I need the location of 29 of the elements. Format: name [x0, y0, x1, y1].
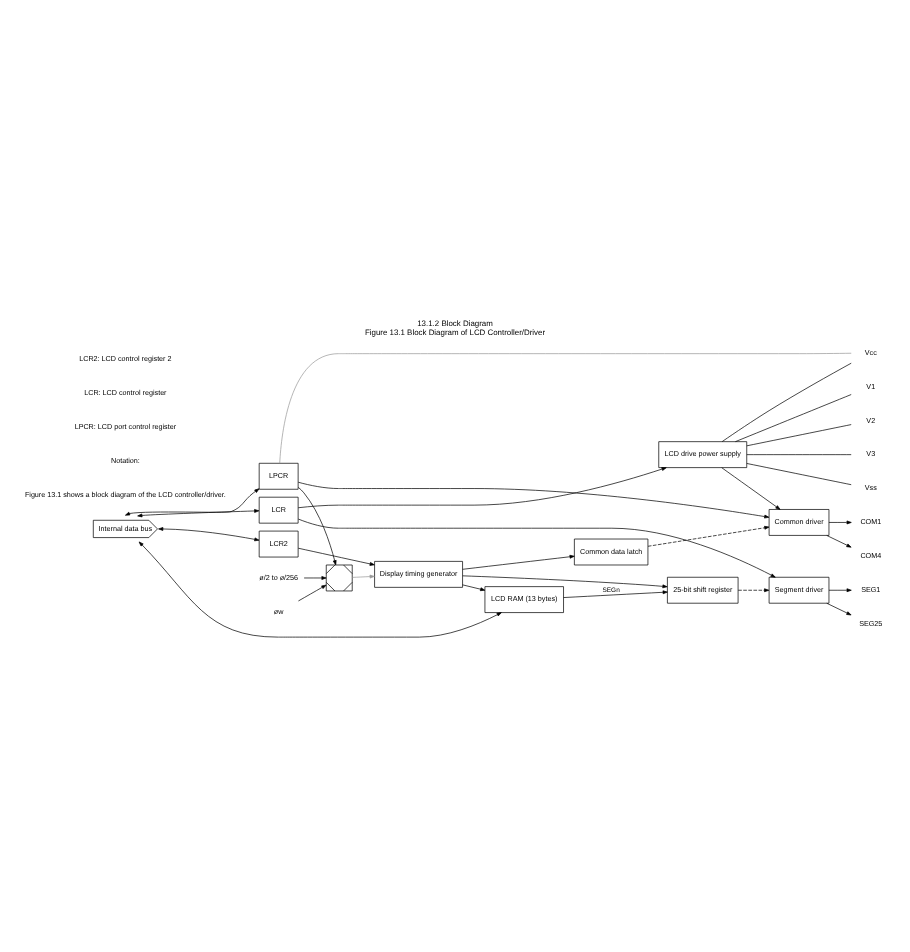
arrow	[137, 508, 260, 517]
connector	[735, 393, 852, 441]
arrow	[462, 574, 668, 588]
arrow	[828, 587, 852, 592]
arrow	[125, 487, 260, 515]
arrow	[462, 553, 575, 569]
arrow	[158, 526, 260, 541]
arrow	[297, 546, 375, 565]
connector	[721, 361, 852, 441]
connector	[279, 351, 852, 463]
arrow	[462, 583, 486, 591]
arrow	[737, 587, 770, 592]
arrow	[721, 466, 781, 509]
arrow	[828, 519, 852, 524]
arrow	[826, 534, 852, 547]
arrow	[298, 517, 776, 577]
arrow	[297, 485, 337, 565]
arrow	[298, 583, 327, 601]
connector	[746, 462, 852, 485]
arrow	[138, 540, 502, 637]
arrow	[352, 573, 375, 578]
arrow	[647, 524, 770, 546]
arrow	[298, 480, 770, 518]
arrow	[303, 575, 327, 579]
connector	[746, 453, 852, 454]
arrow	[826, 601, 852, 615]
arrow	[297, 466, 667, 508]
arrow	[563, 589, 668, 597]
connector	[746, 423, 852, 446]
